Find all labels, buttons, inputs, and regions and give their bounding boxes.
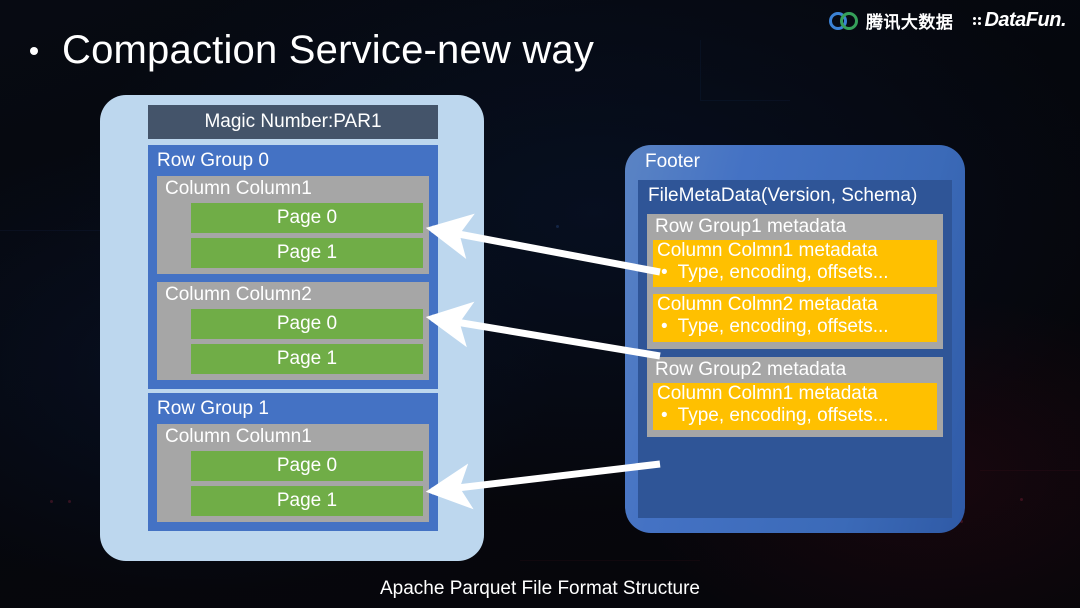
- column-chunk-rg0-col2: Column Column2 Page 0 Page 1: [157, 282, 429, 380]
- parquet-footer-panel: Footer FileMetaData(Version, Schema) Row…: [625, 145, 965, 533]
- column-metadata-title: Column Colmn2 metadata: [657, 294, 878, 316]
- bullet-icon: •: [661, 316, 668, 338]
- page-block: Page 0: [191, 309, 423, 339]
- page-block: Page 0: [191, 203, 423, 233]
- column-chunk-rg1-col1: Column Column1 Page 0 Page 1: [157, 424, 429, 522]
- page-block: Page 1: [191, 344, 423, 374]
- row-group-0: Row Group 0 Column Column1 Page 0 Page 1…: [148, 145, 438, 389]
- tencent-logo-text: 腾讯大数据: [865, 13, 954, 32]
- title-bullet-icon: [30, 46, 38, 55]
- column-metadata-detail-row: • Type, encoding, offsets...: [657, 316, 933, 338]
- column-metadata-detail: Type, encoding, offsets...: [677, 316, 889, 338]
- filemetadata-label: FileMetaData(Version, Schema): [648, 185, 918, 206]
- row-group-1-label: Row Group 1: [157, 398, 269, 419]
- datafun-logo: DataFun.: [973, 9, 1066, 32]
- column-chunk-label: Column Column1: [165, 426, 312, 447]
- row-group-1: Row Group 1 Column Column1 Page 0 Page 1: [148, 393, 438, 531]
- footer-label: Footer: [645, 151, 700, 172]
- diagram-caption: Apache Parquet File Format Structure: [380, 578, 700, 599]
- row-group-metadata-label: Row Group2 metadata: [655, 358, 847, 380]
- column-metadata-rg1-col1: Column Colmn1 metadata • Type, encoding,…: [653, 240, 937, 288]
- column-metadata-detail: Type, encoding, offsets...: [677, 262, 889, 284]
- row-group-1-metadata: Row Group1 metadata Column Colmn1 metada…: [647, 214, 943, 349]
- column-metadata-rg2-col1: Column Colmn1 metadata • Type, encoding,…: [653, 382, 937, 431]
- column-chunk-label: Column Column2: [165, 284, 312, 305]
- bullet-icon: •: [661, 404, 668, 426]
- column-chunk-rg0-col1: Column Column1 Page 0 Page 1: [157, 176, 429, 274]
- magic-number-block: Magic Number:PAR1: [148, 105, 438, 139]
- slide-title: Compaction Service-new way: [18, 28, 594, 73]
- column-metadata-detail-row: • Type, encoding, offsets...: [657, 262, 933, 284]
- column-metadata-detail-row: • Type, encoding, offsets...: [657, 405, 933, 427]
- infinity-icon: [828, 11, 859, 30]
- filemetadata-block: FileMetaData(Version, Schema) Row Group1…: [638, 180, 952, 518]
- column-metadata-title: Column Colmn1 metadata: [657, 382, 878, 404]
- magic-number-label: Magic Number:PAR1: [204, 111, 382, 132]
- tencent-bigdata-logo: 腾讯大数据: [828, 8, 954, 33]
- page-block: Page 0: [191, 451, 423, 481]
- row-group-2-metadata: Row Group2 metadata Column Colmn1 metada…: [647, 356, 943, 438]
- page-block: Page 1: [191, 238, 423, 268]
- column-metadata-title: Column Colmn1 metadata: [657, 240, 878, 261]
- column-chunk-label: Column Column1: [165, 178, 312, 199]
- datafun-logo-text: DataFun.: [984, 9, 1066, 31]
- bullet-icon: •: [661, 262, 668, 284]
- column-metadata-rg1-col2: Column Colmn2 metadata • Type, encoding,…: [653, 294, 937, 342]
- row-group-metadata-label: Row Group1 metadata: [655, 216, 847, 237]
- parquet-file-panel: Magic Number:PAR1 Row Group 0 Column Col…: [100, 95, 484, 561]
- page-block: Page 1: [191, 486, 423, 516]
- page-title: Compaction Service-new way: [62, 28, 595, 72]
- row-group-0-label: Row Group 0: [157, 150, 269, 171]
- header-logos: 腾讯大数据 DataFun.: [828, 8, 1066, 33]
- column-metadata-detail: Type, encoding, offsets...: [677, 404, 889, 426]
- datafun-dots-icon: [973, 16, 982, 25]
